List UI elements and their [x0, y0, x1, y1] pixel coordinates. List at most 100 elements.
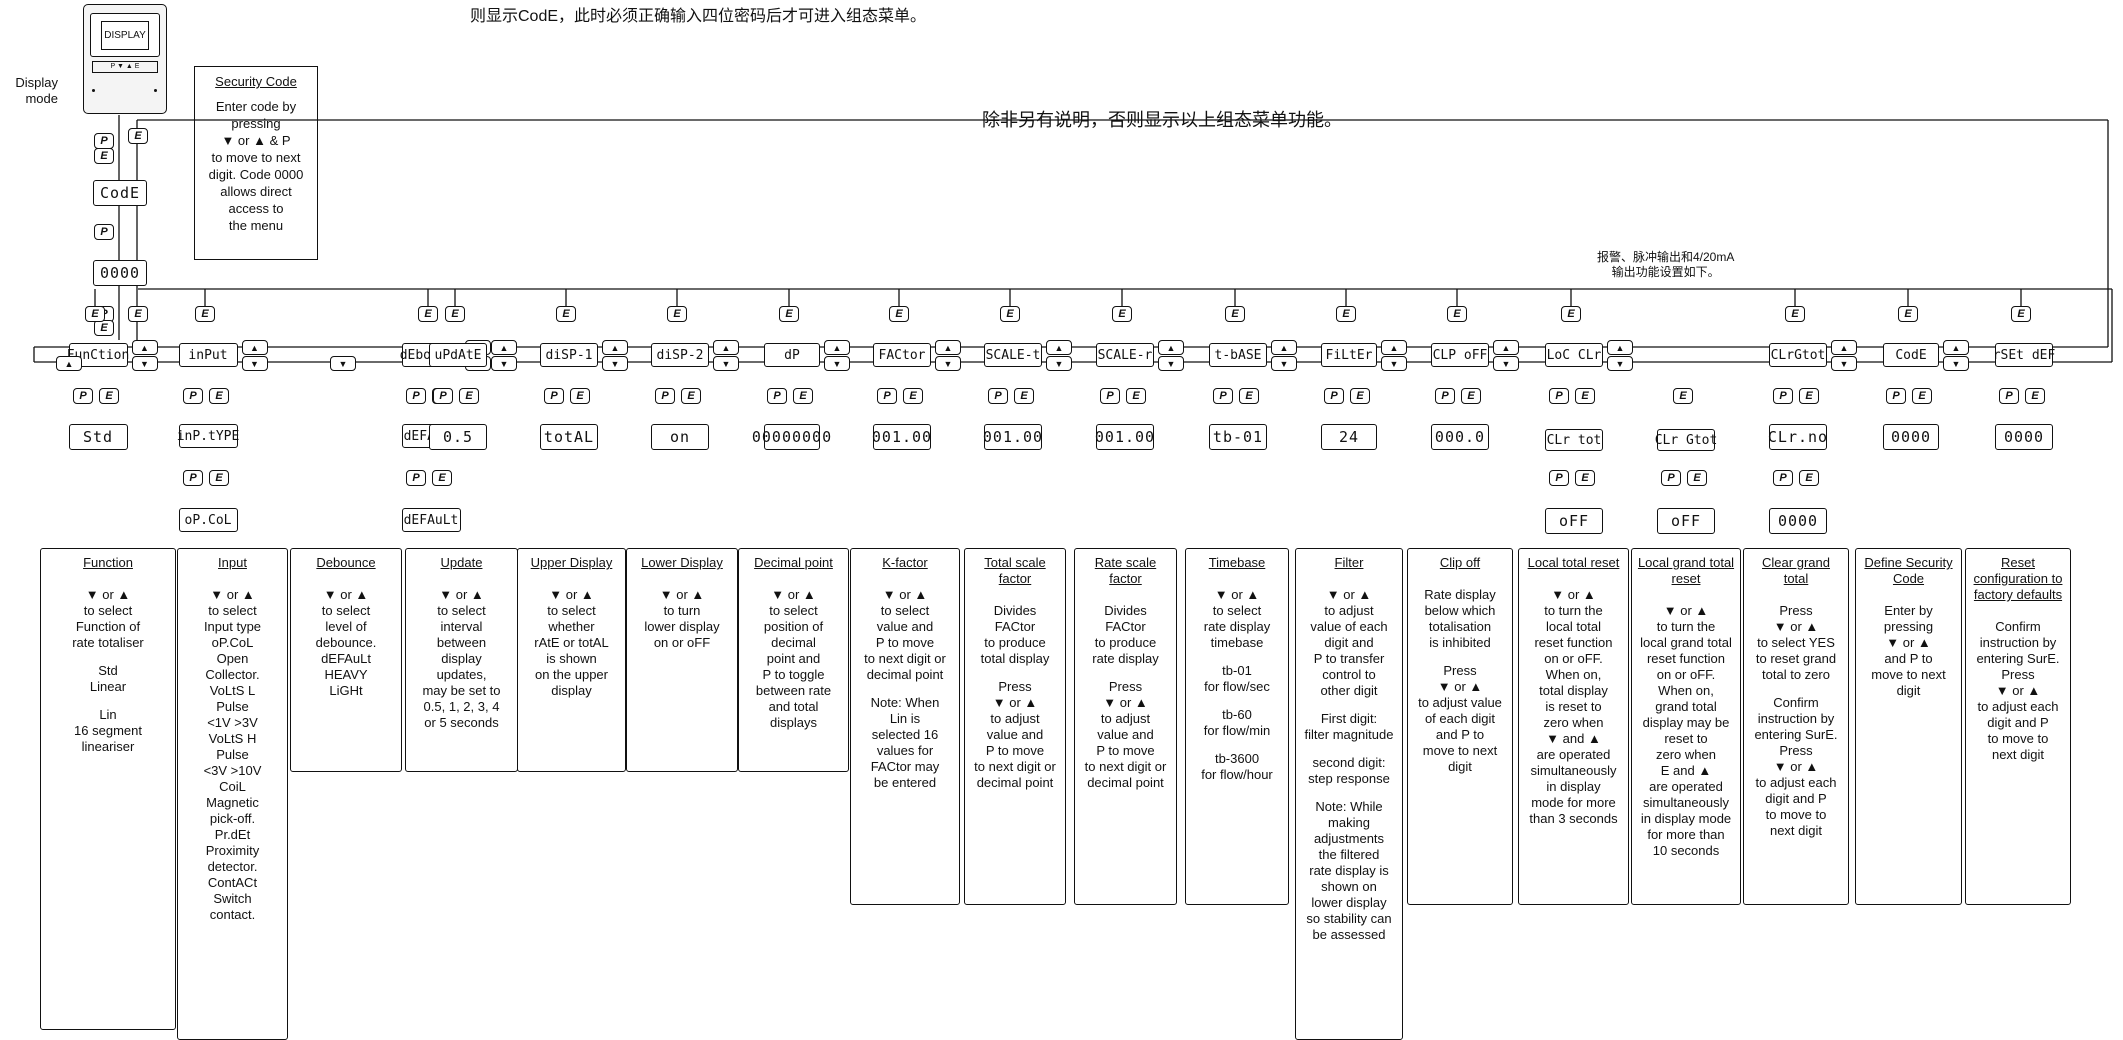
- description-line: rate totaliser: [72, 635, 144, 650]
- description-line: next digit: [1991, 747, 2045, 762]
- e-key: E: [94, 148, 114, 164]
- e-key: E: [1126, 388, 1146, 404]
- description-line: FACtor: [1105, 619, 1146, 634]
- description-line: simultaneously: [1643, 795, 1729, 810]
- p-key: P: [1213, 388, 1233, 404]
- description-line: [45, 695, 171, 707]
- description-line: Lin: [99, 707, 117, 722]
- description-line: ▼ or ▲: [1326, 587, 1372, 602]
- description-line: dEFAuLt: [321, 651, 371, 666]
- description-line: to adjust: [1324, 603, 1374, 618]
- description-title: Local grand total reset: [1637, 555, 1735, 586]
- up-key: ▲: [1381, 340, 1407, 355]
- e-key: E: [2025, 388, 2045, 404]
- description-line: digit and: [1324, 635, 1374, 650]
- menu-function-value: Std: [68, 424, 128, 450]
- description-line: P to transfer: [1313, 651, 1385, 666]
- description-line: VoLtS H: [208, 731, 257, 746]
- alarm-note-line-2: 输出功能设置如下。: [1611, 265, 1720, 279]
- description-line: to select YES: [1757, 635, 1835, 650]
- menu-code: CodE: [1883, 343, 1939, 367]
- down-key: ▼: [1046, 356, 1072, 371]
- menu-tbase: t-bASE: [1209, 343, 1267, 367]
- description-title: Total scale factor: [984, 555, 1046, 586]
- e-key: E: [2011, 306, 2031, 322]
- e-key: E: [1000, 306, 1020, 322]
- description-line: to produce: [1094, 635, 1157, 650]
- down-key: ▼: [1381, 356, 1407, 371]
- up-key: ▲: [241, 340, 268, 355]
- description-line: rate display is: [1309, 863, 1389, 878]
- description-line: on the upper: [534, 667, 608, 682]
- description-line: timebase: [1210, 635, 1264, 650]
- up-key: ▲: [1271, 340, 1297, 355]
- description-line: [1748, 683, 1844, 695]
- security-code-title: Security Code: [215, 74, 297, 89]
- display-mode-label: Display mode: [6, 75, 58, 107]
- p-key: P: [544, 388, 564, 404]
- code-display: CodE: [93, 180, 147, 206]
- description-line: to turn: [663, 603, 701, 618]
- menu-factor-value: 001.00: [872, 424, 931, 450]
- up-key: ▲: [1046, 340, 1072, 355]
- description-line: rAtE or totAL: [534, 635, 609, 650]
- p-key: P: [1999, 388, 2019, 404]
- description-line: ▼ or ▲: [85, 587, 131, 602]
- display-mode-word: Display: [15, 75, 58, 90]
- description-line: decimal point: [1087, 775, 1164, 790]
- description-line: digit: [1896, 683, 1921, 698]
- menu-disp2: diSP-2: [651, 343, 709, 367]
- up-key: ▲: [935, 340, 961, 355]
- description-line: second digit:: [1312, 755, 1386, 770]
- description-line: in display: [1546, 779, 1601, 794]
- description-line: value of each: [1310, 619, 1388, 634]
- description-line: P to move: [1096, 743, 1155, 758]
- description-line: to adjust each: [1977, 699, 2059, 714]
- description-title: Update: [440, 555, 483, 570]
- description-line: LiGHt: [329, 683, 363, 698]
- description-line: Open: [216, 651, 249, 666]
- description-line: between rate: [755, 683, 832, 698]
- description-line: total display: [980, 651, 1050, 666]
- description-line: reset function: [1646, 651, 1726, 666]
- e-key: E: [1575, 470, 1595, 486]
- e-key: E: [1898, 306, 1918, 322]
- up-key: ▲: [602, 340, 628, 355]
- description-line: decimal point: [866, 667, 944, 682]
- description-15: Local grand total reset▼ or ▲to turn the…: [1631, 548, 1741, 905]
- description-line: to select: [208, 603, 257, 618]
- description-line: and P to: [1435, 727, 1485, 742]
- description-line: 0.5, 1, 2, 3, 4: [423, 699, 500, 714]
- menu-locclr-sub1: CLr tot: [1545, 429, 1603, 451]
- description-line: instruction by: [1979, 635, 2057, 650]
- description-line: Confirm: [1995, 619, 2041, 634]
- description-line: tb-01: [1222, 663, 1252, 678]
- description-line: adjustments: [1313, 831, 1385, 846]
- description-line: display: [441, 651, 482, 666]
- e-key: E: [779, 306, 799, 322]
- description-line: ▼ or ▲: [1551, 587, 1596, 602]
- config-note: 除非另有说明，否则显示以上组态菜单功能。: [982, 110, 1342, 130]
- up-key: ▲: [491, 340, 517, 355]
- description-line: on or oFF.: [1656, 667, 1716, 682]
- e-key: E: [94, 320, 114, 336]
- e-key: E: [128, 306, 148, 322]
- p-key: P: [655, 388, 675, 404]
- e-key: E: [1225, 306, 1245, 322]
- description-line: value and: [1097, 727, 1154, 742]
- description-line: to reset grand: [1755, 651, 1837, 666]
- description-line: [1190, 695, 1284, 707]
- description-line: Pulse: [216, 747, 249, 762]
- description-line: tb-3600: [1214, 751, 1260, 766]
- description-line: rate display: [1092, 651, 1159, 666]
- description-line: [1190, 739, 1284, 751]
- p-key: P: [1773, 388, 1793, 404]
- description-title: Timebase: [1208, 555, 1266, 570]
- description-line: so stability can: [1306, 911, 1392, 926]
- description-line: [1190, 651, 1284, 663]
- description-line: making: [1328, 815, 1370, 830]
